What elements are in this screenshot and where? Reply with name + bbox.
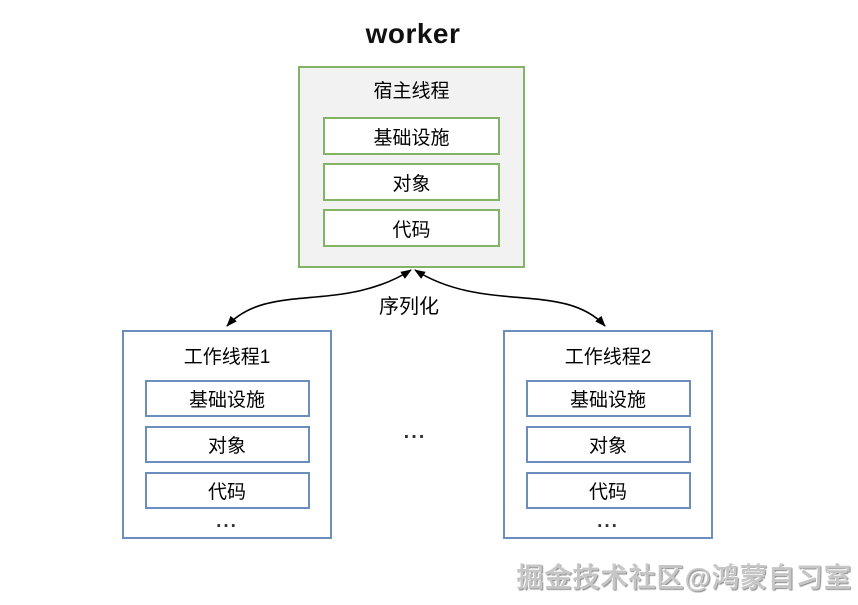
- worker-1-items: 基础设施 对象 代码: [124, 380, 330, 509]
- more-workers-ellipsis: ...: [403, 421, 427, 443]
- host-thread-box: 宿主线程 基础设施 对象 代码: [298, 66, 525, 268]
- worker-thread-1-label: 工作线程1: [183, 347, 271, 368]
- worker-1-item-object: 对象: [144, 426, 310, 463]
- worker-1-ellipsis: ...: [216, 511, 238, 532]
- worker-2-ellipsis: ...: [597, 511, 619, 532]
- worker-1-item-infrastructure: 基础设施: [144, 380, 310, 417]
- worker-1-item-code: 代码: [144, 472, 310, 509]
- host-items: 基础设施 对象 代码: [300, 117, 523, 247]
- worker-thread-1-box: 工作线程1 基础设施 对象 代码 ...: [122, 330, 332, 539]
- worker-2-item-object: 对象: [525, 426, 691, 463]
- page-title: worker: [365, 18, 461, 49]
- host-thread-label: 宿主线程: [373, 81, 450, 102]
- worker-2-item-infrastructure: 基础设施: [525, 380, 691, 417]
- host-item-code: 代码: [323, 209, 500, 247]
- worker-2-items: 基础设施 对象 代码: [505, 380, 711, 509]
- serialization-label: 序列化: [379, 296, 439, 318]
- host-item-object: 对象: [323, 163, 500, 201]
- watermark: 掘金技术社区@鸿蒙自习室: [516, 563, 852, 593]
- worker-thread-2-label: 工作线程2: [564, 347, 652, 368]
- worker-thread-2-box: 工作线程2 基础设施 对象 代码 ...: [503, 330, 713, 539]
- worker-2-item-code: 代码: [525, 472, 691, 509]
- host-item-infrastructure: 基础设施: [323, 117, 500, 155]
